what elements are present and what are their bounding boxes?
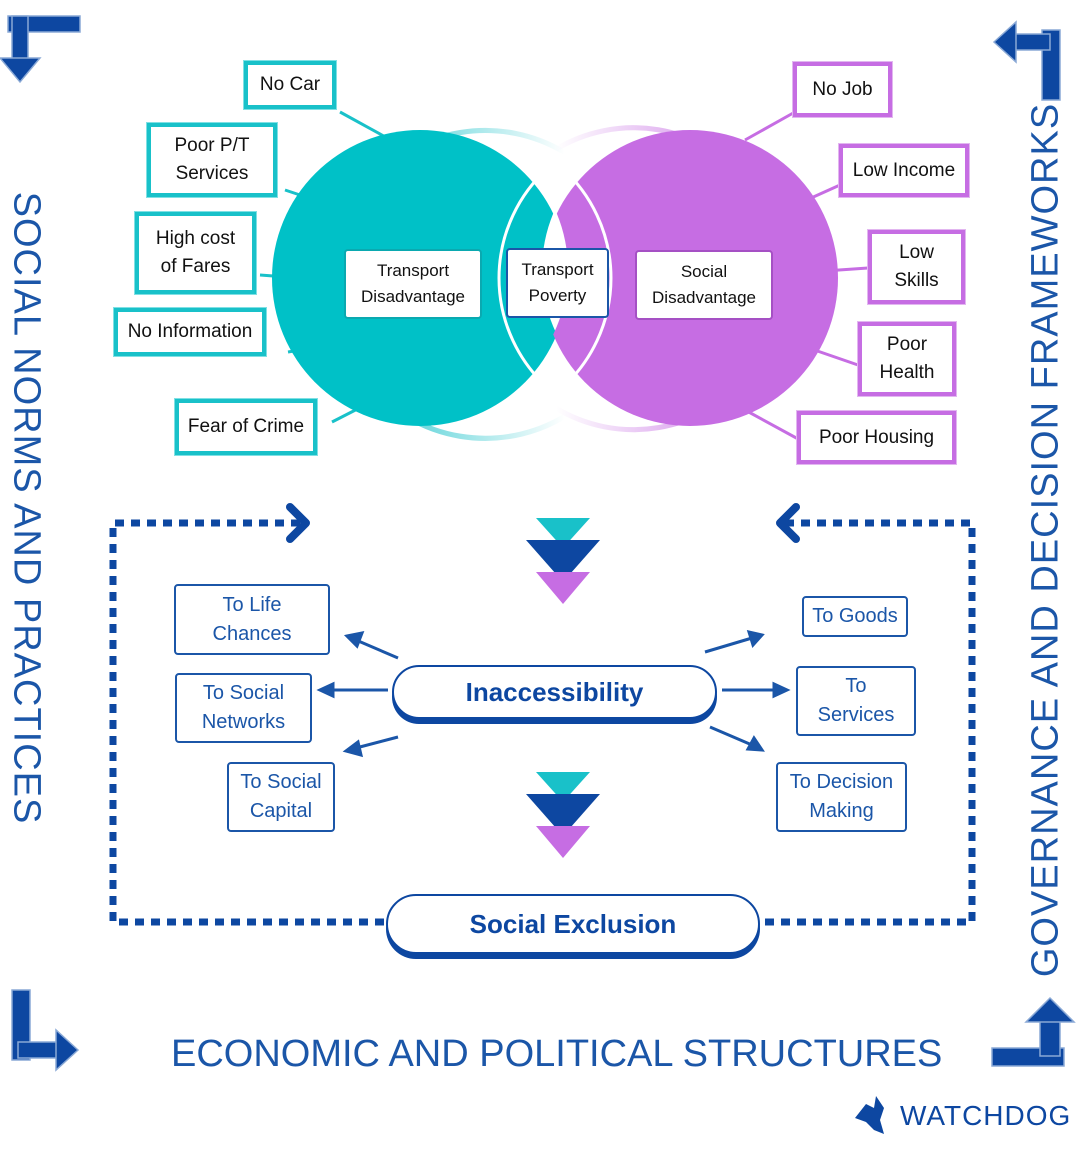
brand-name: WATCHDOG — [900, 1100, 1072, 1131]
watchdog-logo-icon — [855, 1096, 884, 1134]
frame-left-text: SOCIAL NORMS AND PRACTICES — [5, 191, 48, 825]
cause-poor-pt-services: Poor P/T Services — [147, 123, 277, 197]
transport-disadvantage-label: Transport Disadvantage — [344, 249, 482, 319]
access-social-capital: To Social Capital — [227, 762, 335, 832]
cause-low-income: Low Income — [839, 144, 969, 197]
corner-icon-bottom-left — [11, 989, 80, 1072]
cause-poor-health: Poor Health — [858, 322, 956, 396]
inaccessibility-pill: Inaccessibility — [392, 665, 717, 719]
cause-low-skills: Low Skills — [868, 230, 965, 304]
access-goods: To Goods — [802, 596, 908, 637]
cause-no-car: No Car — [244, 61, 336, 109]
down-chevrons-upper — [526, 518, 600, 604]
frame-arrow-left — [776, 503, 800, 543]
cause-poor-housing: Poor Housing — [797, 411, 956, 464]
cause-no-job: No Job — [793, 62, 892, 117]
corner-icon-bottom-right — [991, 996, 1076, 1067]
access-social-networks: To Social Networks — [175, 673, 312, 743]
social-exclusion-pill: Social Exclusion — [386, 894, 760, 954]
cause-fear-of-crime: Fear of Crime — [175, 399, 317, 455]
corner-icon-top-left — [0, 15, 81, 84]
access-services: To Services — [796, 666, 916, 736]
cause-no-information: No Information — [114, 308, 266, 356]
dotted-frame — [109, 519, 976, 926]
corner-icon-top-right — [992, 20, 1061, 101]
cause-high-cost-fares: High cost of Fares — [135, 212, 256, 294]
transport-poverty-label: Transport Poverty — [506, 248, 609, 318]
access-decision-making: To Decision Making — [776, 762, 907, 832]
frame-arrow-right — [286, 503, 310, 543]
down-chevrons-lower — [526, 772, 600, 858]
social-disadvantage-label: Social Disadvantage — [635, 250, 773, 320]
frame-bottom-text: ECONOMIC AND POLITICAL STRUCTURES — [171, 1033, 943, 1075]
inaccessibility-arrows — [316, 629, 791, 758]
frame-right-text: GOVERNANCE AND DECISION FRAMEWORKS — [1024, 102, 1067, 978]
access-life-chances: To Life Chances — [174, 584, 330, 655]
